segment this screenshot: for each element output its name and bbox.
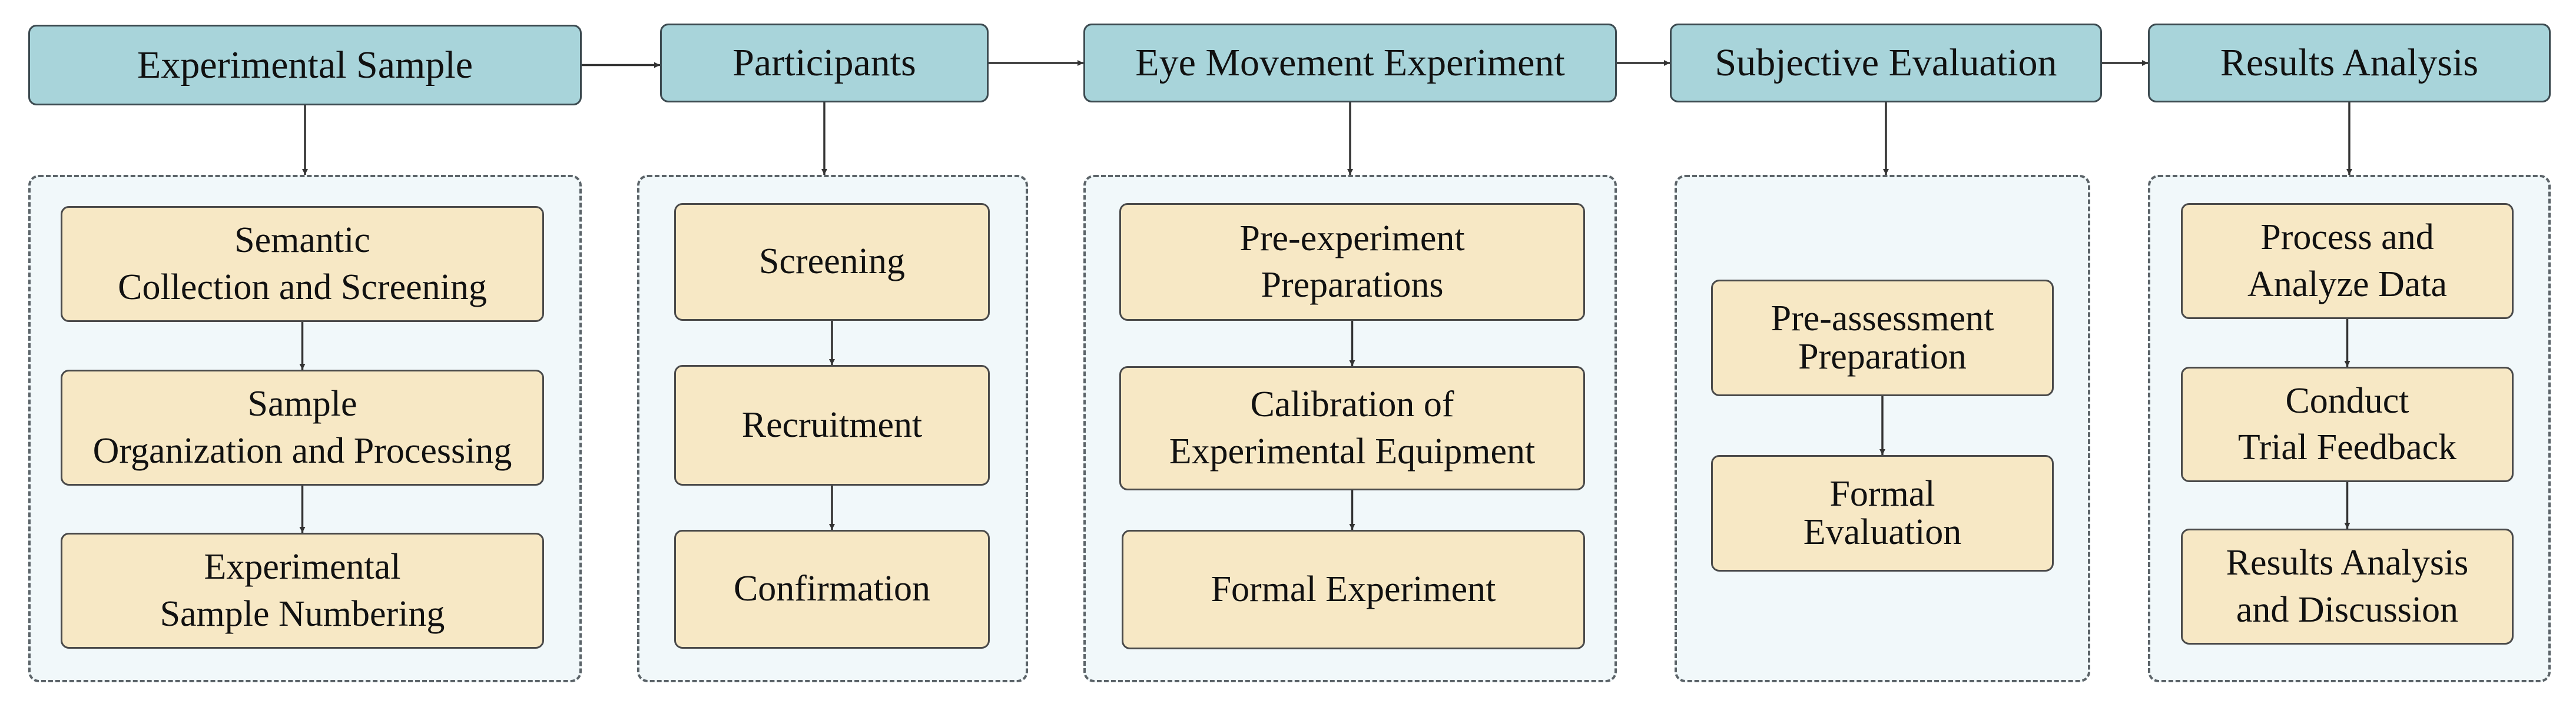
step-screening: Screening xyxy=(674,203,990,321)
step-recruitment: Recruitment xyxy=(674,365,990,486)
stage-header-subjective-evaluation: Subjective Evaluation xyxy=(1670,24,2102,102)
step-formal-evaluation: Formal Evaluation xyxy=(1711,455,2054,572)
stage-header-eye-movement-experiment: Eye Movement Experiment xyxy=(1083,24,1617,102)
step-conduct-trial-feedback: Conduct Trial Feedback xyxy=(2181,367,2514,482)
step-pre-assessment-preparation: Pre-assessment Preparation xyxy=(1711,280,2054,396)
step-process-and-analyze-data: Process and Analyze Data xyxy=(2181,203,2514,319)
step-semantic-collection-and-screening: Semantic Collection and Screening xyxy=(61,206,544,322)
stage-panel-subjective-evaluation xyxy=(1675,175,2090,682)
stage-header-results-analysis: Results Analysis xyxy=(2148,24,2551,102)
step-confirmation: Confirmation xyxy=(674,530,990,649)
step-formal-experiment: Formal Experiment xyxy=(1122,530,1585,649)
stage-header-participants: Participants xyxy=(660,24,989,102)
step-calibration-of-experimental-equipment: Calibration of Experimental Equipment xyxy=(1119,366,1585,490)
step-pre-experiment-preparations: Pre-experiment Preparations xyxy=(1119,203,1585,321)
step-experimental-sample-numbering: Experimental Sample Numbering xyxy=(61,533,544,649)
step-results-analysis-and-discussion: Results Analysis and Discussion xyxy=(2181,529,2514,645)
step-sample-organization-and-processing: Sample Organization and Processing xyxy=(61,370,544,486)
stage-header-experimental-sample: Experimental Sample xyxy=(28,25,582,105)
